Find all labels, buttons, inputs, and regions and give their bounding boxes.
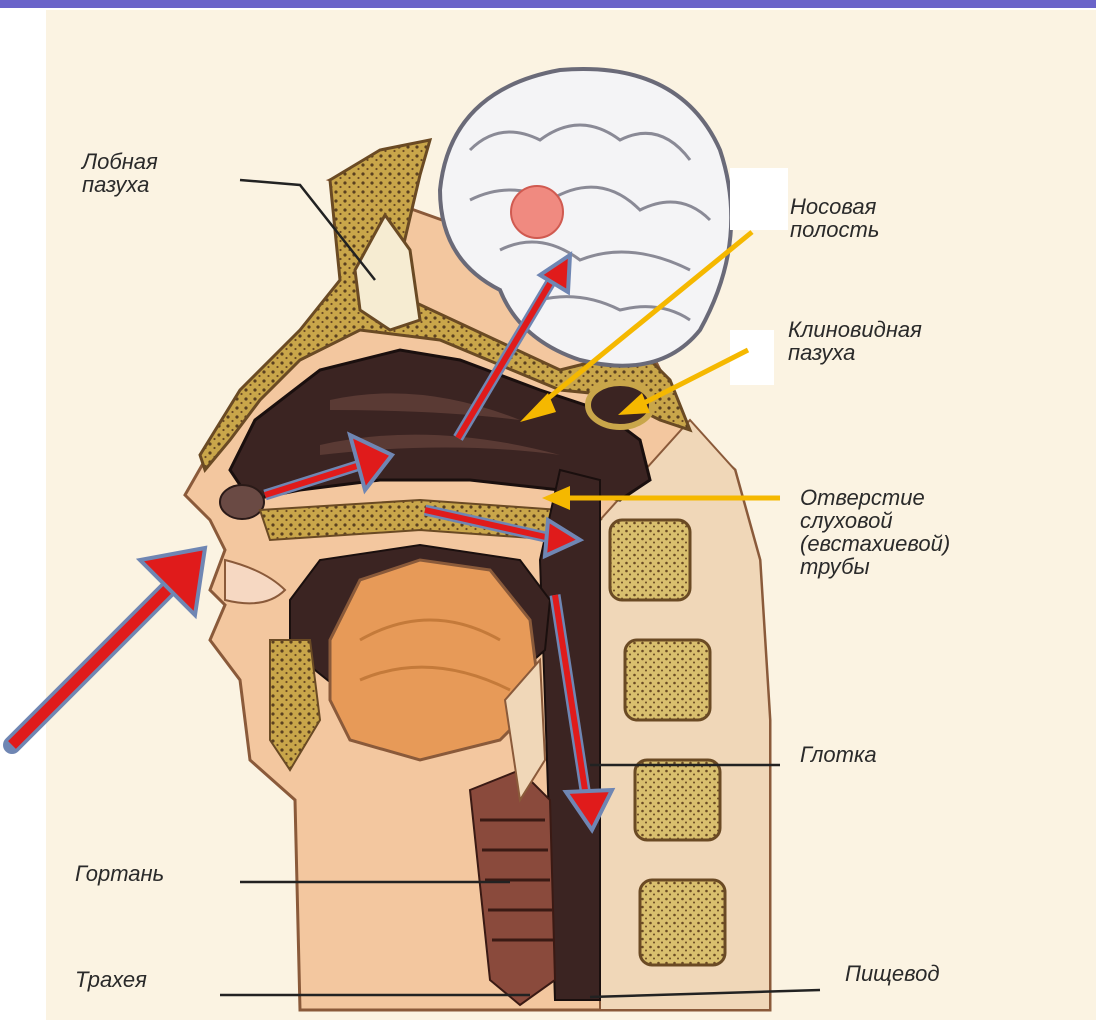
vertebra-2 xyxy=(625,640,710,720)
label-eustachian-opening: Отверстие слуховой (евстахиевой) трубы xyxy=(800,486,950,578)
label-nasal-cavity: Носовая полость xyxy=(790,195,879,241)
vertebra-1 xyxy=(610,520,690,600)
blank-patch-1 xyxy=(730,168,788,230)
label-larynx: Гортань xyxy=(75,862,164,885)
hypothalamus-spot xyxy=(511,186,563,238)
label-pharynx: Глотка xyxy=(800,743,877,766)
left-white-margin xyxy=(0,8,46,108)
vertebra-4 xyxy=(640,880,725,965)
label-frontal-sinus: Лобная пазуха xyxy=(82,150,158,196)
nose-tip xyxy=(220,485,264,519)
label-trachea: Трахея xyxy=(75,968,147,991)
label-sphenoid-sinus: Клиновидная пазуха xyxy=(788,318,922,364)
vertebra-3 xyxy=(635,760,720,840)
label-esophagus: Пищевод xyxy=(845,962,940,985)
